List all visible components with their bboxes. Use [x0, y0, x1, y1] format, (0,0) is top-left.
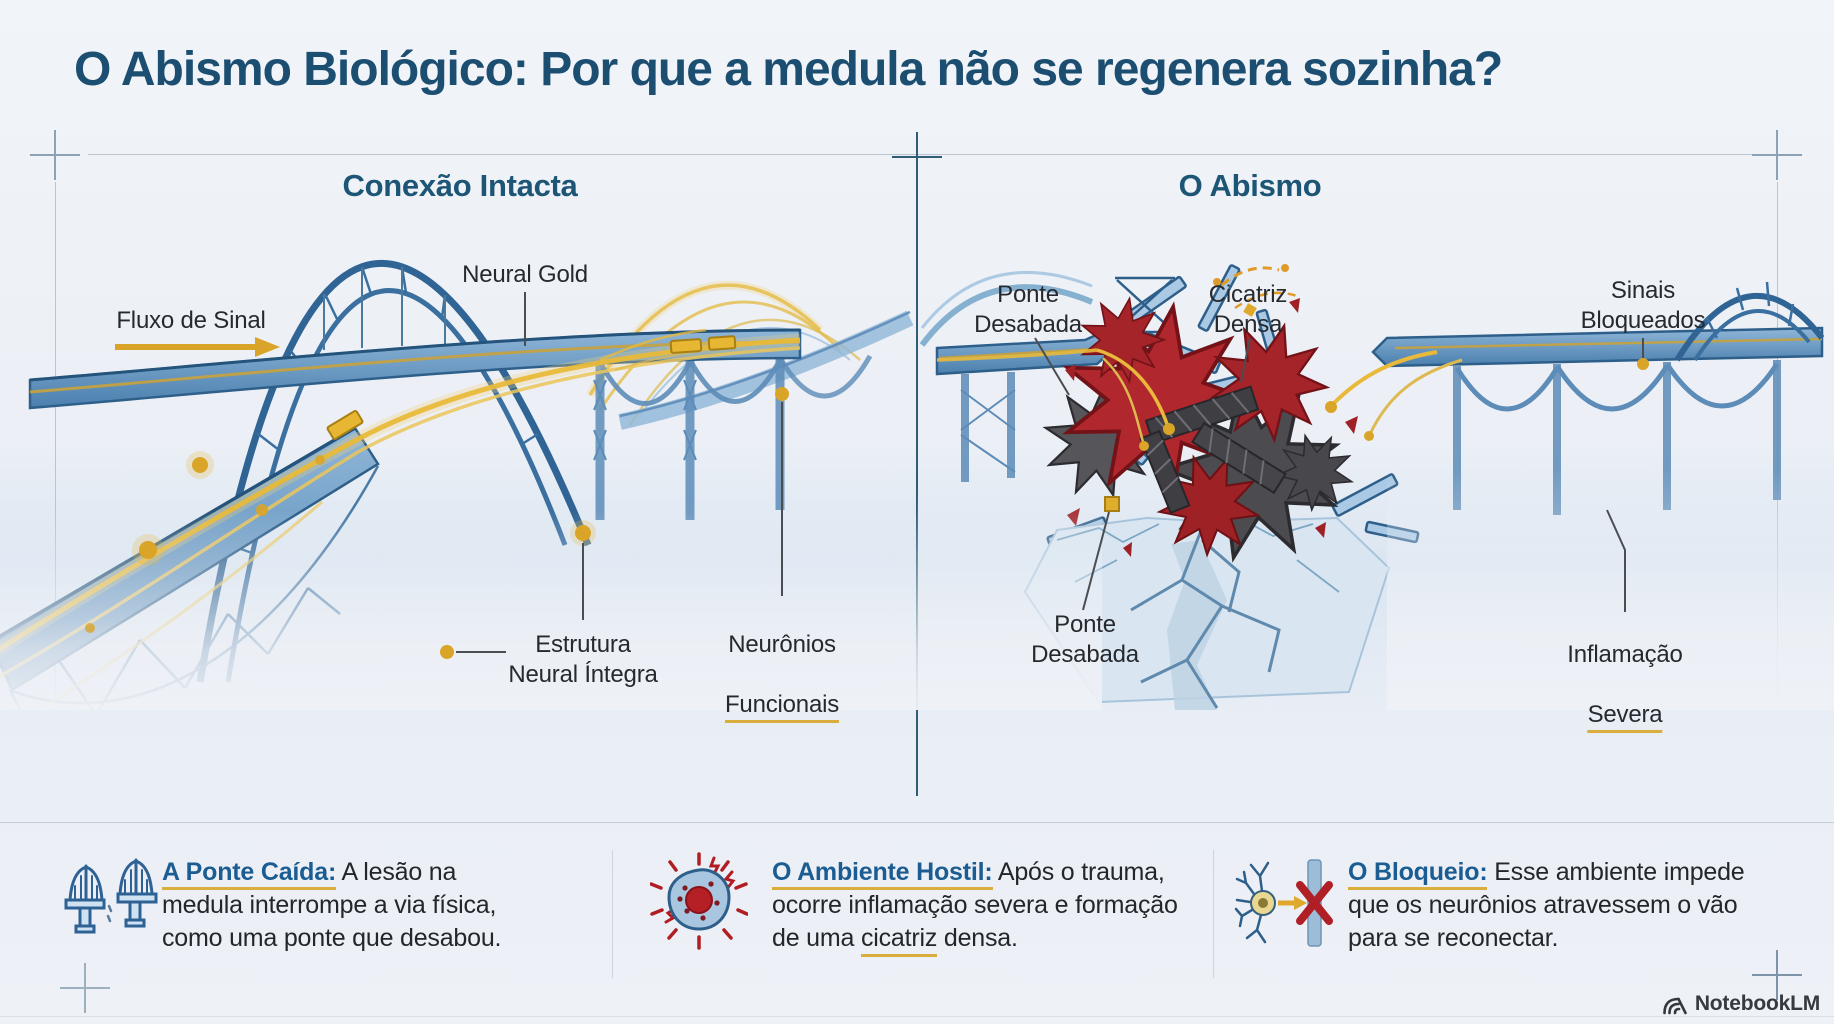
- callout-blockade-title: O Bloqueio:: [1348, 858, 1488, 890]
- signal-packets: [326, 335, 737, 441]
- notebooklm-logo-icon: [1663, 997, 1687, 1015]
- callout-divider-1: [612, 850, 613, 978]
- inflamed-cell-icon: [650, 852, 748, 950]
- callout-fallen-bridge: A Ponte Caída: A lesão na medula interro…: [162, 858, 502, 952]
- left-panel-title: Conexão Intacta: [342, 168, 578, 203]
- viaduct-arches: [593, 354, 873, 520]
- neuron-blocked-icon: [1234, 859, 1333, 947]
- label-dense-scar: Cicatriz Densa: [1208, 281, 1288, 338]
- label-blocked-signals: Sinais Bloqueados: [1580, 277, 1706, 334]
- callout-divider-2: [1213, 850, 1214, 978]
- abyss-bridge-illustration: [917, 264, 1834, 710]
- footer-separator-line: [0, 822, 1834, 823]
- bottom-edge-line: [0, 1016, 1834, 1017]
- panel-divider-line: [916, 176, 918, 796]
- label-collapsed-bridge-bottom: Ponte Desabada: [1031, 611, 1139, 668]
- intact-bridge-illustration: [0, 259, 917, 710]
- label-severe-inflammation: Inflamação Severa: [1567, 610, 1683, 760]
- notebooklm-label: NotebookLM: [1694, 992, 1820, 1015]
- page-title: O Abismo Biológico: Por que a medula não…: [74, 43, 1503, 96]
- frame-left-line: [55, 182, 56, 702]
- right-panel-leaders: [1034, 337, 1649, 612]
- callout-hostile-environment-title: O Ambiente Hostil:: [772, 858, 993, 890]
- label-signal-flow: Fluxo de Sinal: [116, 307, 266, 334]
- callout-blockade: O Bloqueio: Esse ambiente impede que os …: [1348, 858, 1745, 952]
- right-panel-title: O Abismo: [1178, 168, 1322, 203]
- frame-top-line: [88, 154, 1756, 155]
- neuron-dots: [85, 451, 325, 633]
- notebooklm-watermark: NotebookLM: [1662, 992, 1820, 1016]
- label-functional-neurons: Neurônios Funcionais: [724, 600, 839, 750]
- chasm: [1023, 516, 1391, 710]
- callout-fallen-bridge-title: A Ponte Caída:: [162, 858, 336, 890]
- callout-hostile-environment: O Ambiente Hostil: Após o trauma, ocorre…: [772, 856, 1180, 957]
- label-collapsed-bridge-top: Ponte Desabada: [974, 281, 1082, 338]
- right-approach: [1371, 281, 1825, 515]
- label-neural-structure: Estrutura Neural Íntegra: [508, 631, 658, 688]
- blocked-signals: [936, 264, 1463, 451]
- label-neural-gold: Neural Gold: [462, 261, 588, 288]
- left-panel-leaders: [115, 292, 789, 659]
- broken-bridge-icon: [64, 858, 158, 934]
